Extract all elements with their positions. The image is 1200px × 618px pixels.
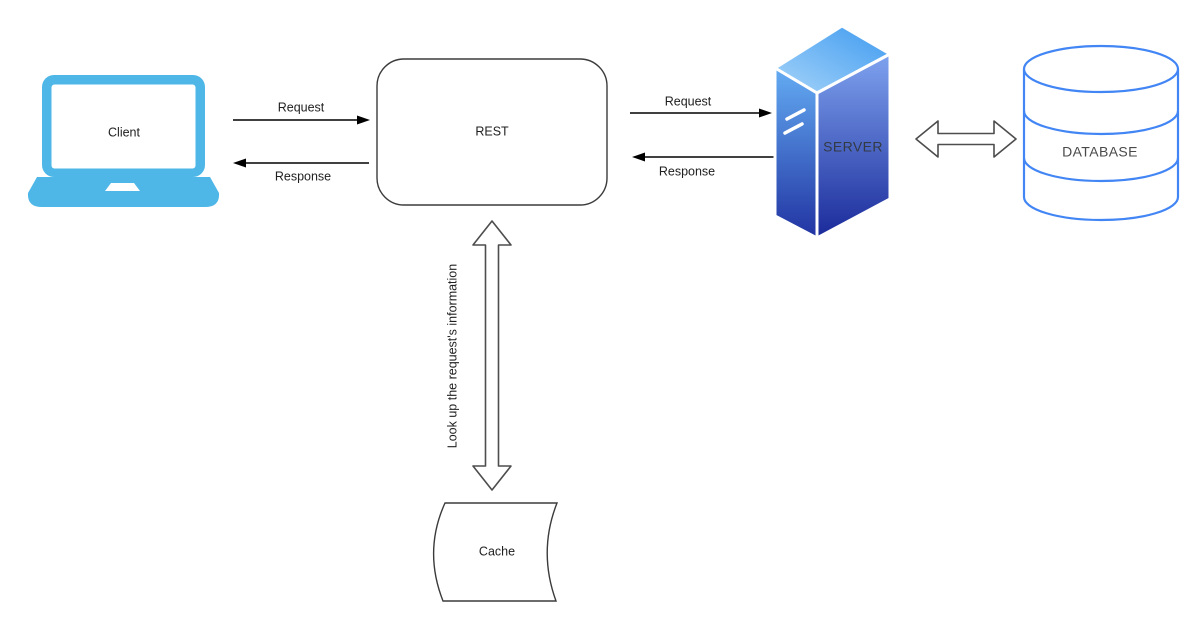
laptop-icon — [27, 75, 220, 207]
rest-box — [376, 58, 608, 206]
laptop-screen — [51, 84, 196, 169]
database-cylinder-icon — [1022, 44, 1180, 222]
request-label-rest-server: Request — [664, 94, 712, 109]
database-body — [1022, 69, 1180, 222]
response-arrow-rest-client — [233, 158, 369, 168]
request-arrow-rest-server — [630, 108, 772, 118]
server-vent-mark — [783, 122, 804, 135]
database-top — [1022, 44, 1180, 94]
database-band — [1022, 110, 1180, 136]
double-arrow-rest-cache — [472, 220, 512, 491]
server-front-face — [815, 52, 892, 240]
server-left-face — [773, 66, 819, 240]
request-arrow-client-rest — [233, 115, 370, 125]
cache-label: Cache — [478, 544, 516, 559]
database-label: DATABASE — [1062, 143, 1138, 160]
laptop-notch — [105, 183, 140, 191]
lookup-cache-label: Look up the request's information — [445, 263, 460, 449]
double-arrow-server-database — [915, 120, 1017, 158]
client-label: Client — [108, 125, 140, 140]
request-label-client-rest: Request — [277, 100, 325, 115]
response-label-rest-client: Response — [274, 169, 332, 184]
database-band — [1022, 157, 1180, 183]
cache-shape — [432, 502, 559, 602]
server-tower-icon — [773, 24, 892, 240]
rest-label: REST — [475, 124, 509, 139]
response-arrow-server-rest — [632, 152, 774, 162]
server-vent-mark — [785, 108, 806, 121]
server-label: SERVER — [823, 138, 883, 155]
response-label-server-rest: Response — [658, 164, 716, 179]
laptop-base — [27, 177, 220, 207]
